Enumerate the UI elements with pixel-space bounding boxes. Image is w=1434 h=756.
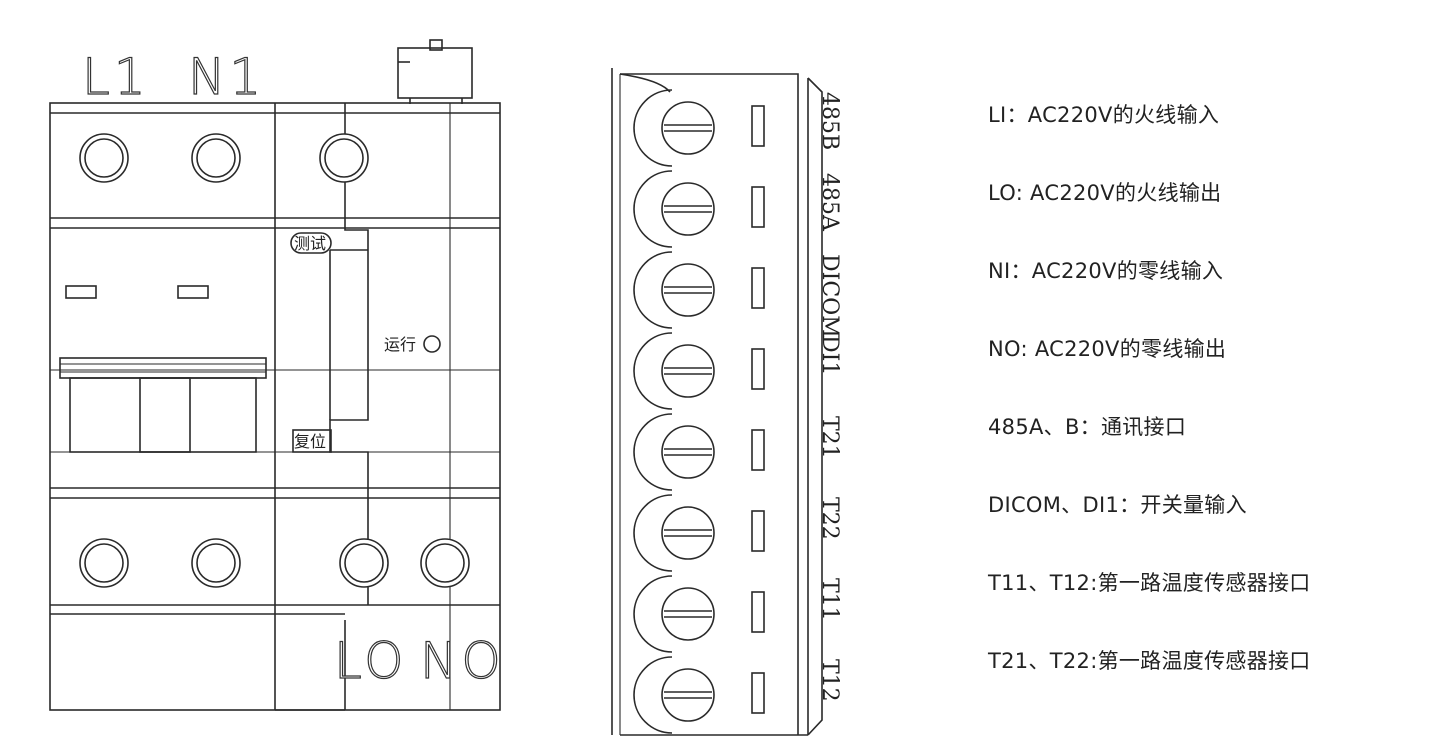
test-slot (751, 510, 765, 552)
terminal-screw (633, 89, 715, 167)
terminal-screw (633, 413, 715, 491)
terminal-label: T11 (817, 578, 842, 621)
terminal-label: T21 (817, 416, 842, 459)
run-indicator-led (423, 335, 441, 353)
reset-button-label: 复位 (294, 432, 326, 451)
legend-item: LI：AC220V的火线输入 (988, 103, 1220, 127)
legend-item: T11、T12:第一路温度传感器接口 (988, 571, 1311, 595)
test-slot (751, 186, 765, 228)
legend-item: NI：AC220V的零线输入 (988, 259, 1224, 283)
terminal-label-no: NO (420, 632, 505, 690)
test-button-label: 测试 (294, 234, 326, 253)
terminal-label: DI1 (817, 335, 842, 375)
terminal-screw (633, 656, 715, 734)
reset-button[interactable] (292, 429, 332, 453)
test-slot (751, 591, 765, 633)
terminal-label: DICOM (817, 254, 842, 338)
legend-item: DICOM、DI1：开关量输入 (988, 493, 1247, 517)
terminal-screw (633, 332, 715, 410)
test-slot (751, 348, 765, 390)
circuit-breaker: L1 N1 (49, 39, 505, 711)
test-slot (751, 429, 765, 471)
test-button[interactable] (290, 232, 332, 254)
test-slot (751, 672, 765, 714)
status-window (65, 285, 97, 299)
terminal-label-lo: LO (334, 632, 407, 690)
run-indicator-label: 运行 (384, 335, 416, 354)
terminal-label: T22 (817, 497, 842, 540)
terminal-label-n1: N1 (188, 48, 265, 106)
test-slot (751, 267, 765, 309)
legend-item: T21、T22:第一路温度传感器接口 (988, 649, 1311, 673)
terminal-label: T12 (817, 659, 842, 702)
terminal-screw (633, 251, 715, 329)
terminal-screw (633, 170, 715, 248)
terminal-label: 485B (817, 92, 842, 150)
terminal-screw (633, 494, 715, 572)
test-slot (751, 105, 765, 147)
status-window (177, 285, 209, 299)
legend-item: LO: AC220V的火线输出 (988, 181, 1222, 205)
terminal-screw (633, 575, 715, 653)
legend-item: 485A、B：通讯接口 (988, 415, 1187, 439)
breaker-top-cap (397, 39, 473, 104)
legend-item: NO: AC220V的零线输出 (988, 337, 1227, 361)
legend: LI：AC220V的火线输入 LO: AC220V的火线输出 NI：AC220V… (988, 98, 1428, 722)
terminal-label-l1: L1 (82, 48, 150, 106)
terminal-label: 485A (817, 173, 842, 232)
breaker-handle[interactable] (59, 357, 267, 453)
